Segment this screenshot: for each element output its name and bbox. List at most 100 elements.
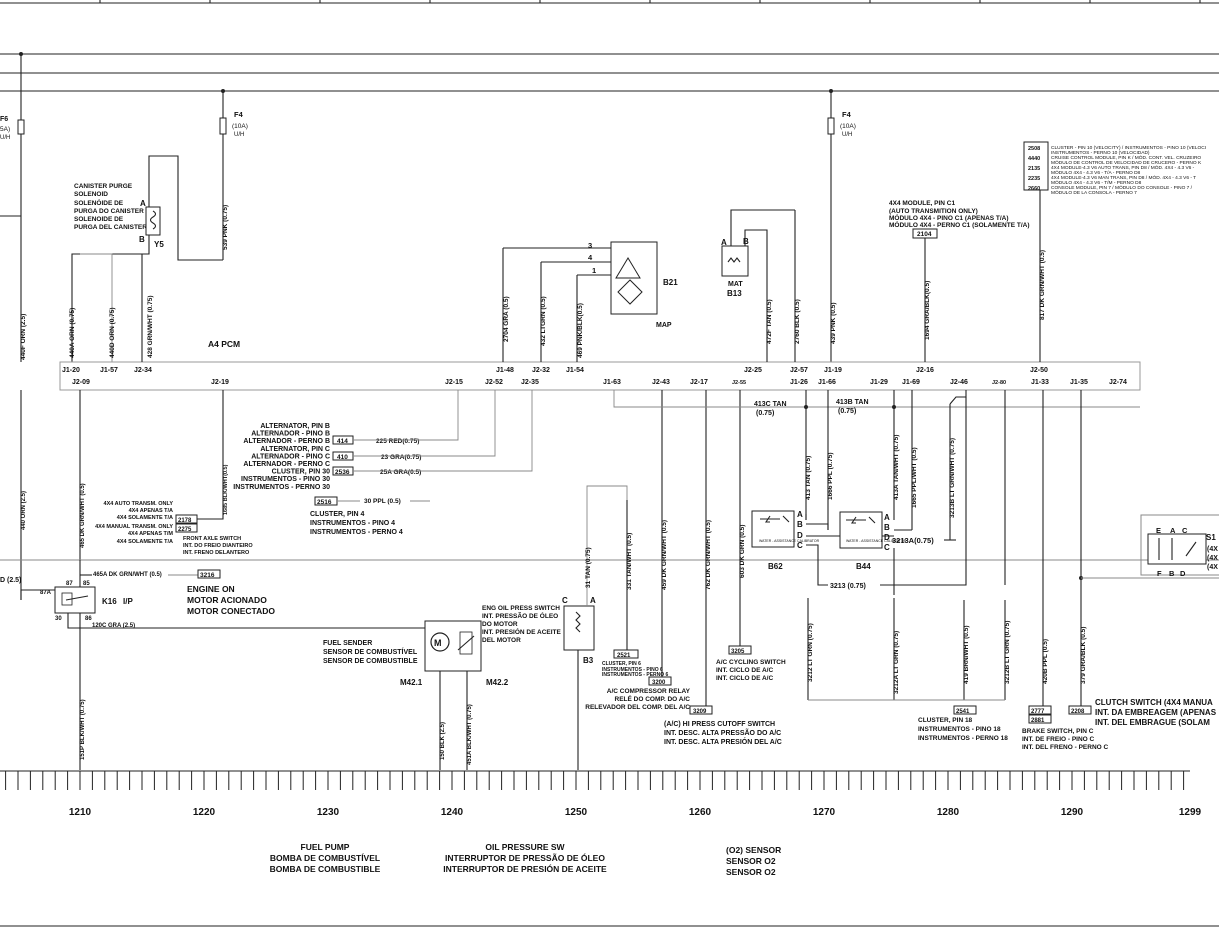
pcm-top-pin: J2-50 [1030,367,1048,374]
map-pin-1: 1 [592,266,596,275]
ruler-label: 1220 [193,807,216,818]
relay-pin-87a: 87A [40,590,52,596]
hi-press-1: INT. DESC. ALTA PRESSÃO DO A/C [664,728,781,737]
ac-ref-3200: 3200 [652,680,666,686]
ref-table-code: 2135 [1028,166,1040,172]
o2-2: SENSOR O2 [726,867,776,877]
brake-2: INT. DEL FRENO - PERNO C [1022,744,1108,751]
alternator-line: ALTERNATOR, PIN B [260,423,330,430]
wire-379: 379 GRA/BLK (0.5) [1080,627,1087,684]
fuel-sender-line-0: FUEL SENDER [323,640,372,647]
auto4x4-line-3: 4X4 MANUAL TRANSM. ONLY [95,524,173,530]
fuse-f6-rating: 5A) [0,126,10,133]
pcm-bottom-pin: J1-66 [818,379,836,386]
alt-ref-410: 410 [337,454,348,461]
wire-2704: 2704 GRA (0.5) [503,296,510,342]
module-4x4-line-0: 4X4 MODULE, PIN C1 [889,200,955,207]
engine-on-2: MOTOR CONECTADO [187,606,275,616]
map-sensor: 3 4 1 B21 MAP [503,241,678,329]
fuel-sender-line-1: SENSOR DE COMBUSTÍVEL [323,647,418,656]
wire-1666: 1666 PPL (0.75) [827,452,834,500]
pcm-bottom-pin: J2-19 [211,379,229,386]
relay-wire-d: D (2.5) [0,577,21,584]
fuel-m421: M42.1 [400,678,423,687]
wire-472f: 472F TAN (0.5) [766,299,773,344]
b44-pin-d: D [884,533,890,542]
alt-ref-414: 414 [337,438,348,445]
cluster18-1: INSTRUMENTOS - PINO 18 [918,726,1001,733]
oil-pin-c: C [562,596,568,605]
brake-1: INT. DE FREIO - PINO C [1022,736,1095,743]
s1-id: S1 [1206,533,1216,542]
pcm-top-pin: J2-32 [532,367,550,374]
wire-603: 603 DK GRN (0.5) [739,525,746,578]
ruler-label: 1260 [689,807,712,818]
cluster4-ref: 2516 [317,499,332,506]
cluster18-0: CLUSTER, PIN 18 [918,717,973,724]
pcm-top-pin: J2-57 [790,367,808,374]
s1-pin-c: C [1182,526,1188,535]
wire-440a: 440A ORN (0.75) [69,308,76,358]
map-pin-3: 3 [588,241,592,250]
s1-pin-f: F [1157,569,1162,578]
relay-pin-87: 87 [66,581,73,587]
ref-table-code: 4440 [1028,156,1040,162]
b62-label: WATER - ASSISTANCE CALIBRATOR [759,539,820,543]
o2-1: SENSOR O2 [726,856,776,866]
alternator-line: ALTERNADOR - PERNO C [243,461,330,468]
front-axle-switch: 4X4 AUTO TRANSM. ONLY 4X4 APENAS T/A 4X4… [95,390,253,556]
pcm-bottom-pin: J2-15 [445,379,463,386]
ac-ref-2521: 2521 [617,653,631,659]
ruler-label: 1210 [69,807,92,818]
alt-wire-25a: 25A GRA(0.5) [380,469,421,476]
ref-table-text: 4X4 MODULE-4.3 V6 MAN TRANS, PIN D8 / MÓ… [1051,174,1196,181]
brake-0: BRAKE SWITCH, PIN C [1022,728,1094,735]
alternator-line: INSTRUMENTOS - PINO 30 [241,476,330,483]
pcm-bottom-pin: J1-26 [790,379,808,386]
wire-451a: 451A BLK/WHT (0.75) [467,704,473,765]
canister-label-0: CANISTER PURGE [74,183,133,190]
ac-cycling-0: A/C CYCLING SWITCH [716,659,786,666]
wire-440-orn: 440 ORN (2.5) [21,491,27,530]
wire-1665: 1665 PPL/WHT (0.5) [911,447,918,508]
canister-label-3: PURGA DO CANISTER [74,208,144,215]
ruler-label: 1290 [1061,807,1084,818]
engine-on-0: ENGINE ON [187,584,235,594]
wire-413: 413 TAN (0.75) [805,456,812,500]
wire-3212: 3212 LT GRN (0.75) [807,623,814,682]
canister-label-1: SOLENOID [74,191,108,198]
mat-sensor: A B MAT B13 [721,209,795,298]
canister-label-2: SOLENÓIDE DE [74,198,124,207]
oil-line-1: INT. PRESSÃO DE ÓLEO [482,611,558,620]
cluster4-line-1: INSTRUMENTOS - PINO 4 [310,520,395,527]
sensor-b44: WATER - ASSISTANCE CALIBRATOR A B D C B4… [839,511,956,595]
cluster18-2: INSTRUMENTOS - PERNO 18 [918,735,1008,742]
module-4x4-line-2: MÓDULO 4X4 - PINO C1 (APENAS T/A) [889,213,1009,222]
ac-relay-line-2: RELEVADOR DEL COMP. DEL A/C [585,704,690,711]
b44-pin-b: B [884,523,890,532]
canister-pin-a: A [140,199,146,208]
pcm-top-pin: J1-20 [62,367,80,374]
wire-2760: 2760 BLK (0.5) [794,299,801,344]
ref-table-text: MÓDULO DE CONTROL DE VELOCIDAD DE CRUCER… [1051,159,1202,166]
s1-pin-a: A [1170,526,1176,535]
clutch-2: INT. DEL EMBRAGUE (SOLAM [1095,718,1210,727]
oil-line-0: ENG OIL PRESS SWITCH [482,605,560,612]
fuse-f4-left-name: F4 [234,110,244,119]
ac-compressor-relay: 331 TAN/WHT (0.5) 459 DK GRN/WHT (0.5) 7… [585,390,782,746]
oil-sw-0: OIL PRESSURE SW [485,842,565,852]
oil-sw-1: INTERRUPTOR DE PRESSÃO DE ÓLEO [445,852,605,863]
ac-cycling-1: INT. CICLO DE A/C [716,667,773,674]
pcm-bottom-pin: J2-09 [72,379,90,386]
cluster6-1: INSTRUMENTOS - PINO 6 [602,667,663,673]
auto4x4-line-2: 4X4 SOLAMENTE T/A [117,515,173,521]
oil-pressure-switch: ENG OIL PRESS SWITCH INT. PRESSÃO DE ÓLE… [482,485,628,770]
fuel-pump-0: FUEL PUMP [301,842,350,852]
b62-pin-c: C [797,541,803,550]
oil-line-3: INT. PRESIÓN DE ACEITE [482,627,562,636]
